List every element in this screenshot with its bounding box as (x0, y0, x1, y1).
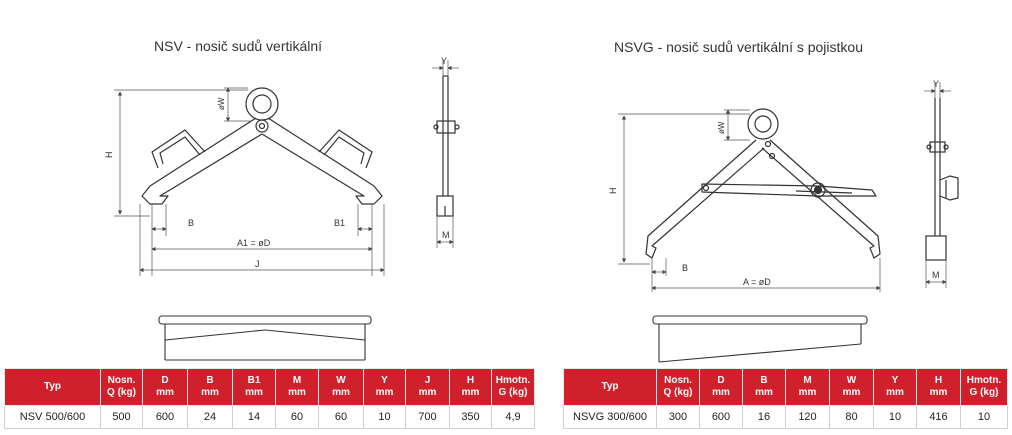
left-title: NSV - nosič sudů vertikální (154, 38, 323, 54)
nsvg-cell-b: 16 (742, 405, 786, 429)
nsvg-front-view (645, 108, 881, 259)
nsv-cell-w: 60 (318, 405, 364, 429)
technical-drawings: øW H B B1 A1 = øD J Y M (104, 56, 959, 363)
nsvg-dim-w: øW (717, 121, 726, 134)
nsvg-side-dimensions (924, 82, 951, 288)
nsvg-dim-a: A = øD (743, 277, 771, 287)
nsvg-cell-g: 10 (960, 405, 1008, 429)
nsv-cell-typ: NSV 500/600 (4, 405, 101, 429)
nsv-cell-j: 700 (405, 405, 450, 429)
nsv-dim-m: M (442, 230, 450, 240)
right-title: NSVG - nosič sudů vertikální s pojistkou (614, 39, 863, 55)
nsv-dim-w: øW (217, 97, 226, 110)
nsv-dim-j: J (255, 259, 260, 269)
nsv-cell-m: 60 (275, 405, 319, 429)
nsv-cell-y: 10 (363, 405, 406, 429)
nsv-col-g: Hmotn.G (kg) (491, 368, 535, 406)
nsvg-dim-b: B (682, 263, 688, 273)
nsv-cell-b1: 14 (232, 405, 276, 429)
nsv-dim-b: B (188, 218, 194, 228)
nsv-cell-d: 600 (142, 405, 188, 429)
nsvg-cell-q: 300 (656, 405, 700, 429)
nsvg-col-q: Nosn.Q (kg) (656, 368, 700, 406)
nsvg-col-g: Hmotn.G (kg) (960, 368, 1008, 406)
nsv-cell-q: 500 (100, 405, 143, 429)
nsv-top-view (158, 315, 372, 361)
nsvg-cell-w: 80 (829, 405, 874, 429)
table-row: NSVG 300/600 300 600 16 120 80 10 416 10 (563, 405, 1008, 429)
nsvg-side-view (925, 98, 959, 261)
nsv-dim-h: H (104, 152, 114, 159)
nsv-col-typ: Typ (4, 368, 101, 406)
nsv-col-q: Nosn.Q (kg) (100, 368, 143, 406)
nsv-front-view (141, 87, 383, 205)
nsvg-cell-d: 600 (699, 405, 743, 429)
nsvg-top-view (652, 315, 868, 363)
nsvg-col-typ: Typ (563, 368, 657, 406)
table-row: NSV 500/600 500 600 24 14 60 60 10 700 3… (4, 405, 535, 429)
nsvg-dim-m: M (932, 270, 940, 280)
nsv-cell-b: 24 (187, 405, 233, 429)
nsv-dimensions (114, 87, 385, 276)
nsvg-cell-y: 10 (873, 405, 917, 429)
nsvg-dim-h: H (608, 188, 618, 195)
nsv-side-dimensions (432, 60, 459, 248)
nsvg-dimensions (618, 109, 881, 292)
nsvg-cell-m: 120 (785, 405, 830, 429)
nsv-dim-a1: A1 = øD (237, 238, 271, 248)
nsv-cell-h: 350 (449, 405, 492, 429)
nsvg-cell-h: 416 (916, 405, 961, 429)
nsvg-cell-typ: NSVG 300/600 (563, 405, 657, 429)
nsv-dim-y: Y (441, 56, 447, 66)
nsv-cell-g: 4,9 (491, 405, 535, 429)
nsvg-dim-y: Y (933, 79, 939, 89)
nsv-side-view (433, 75, 460, 217)
nsv-dim-b1: B1 (334, 218, 345, 228)
